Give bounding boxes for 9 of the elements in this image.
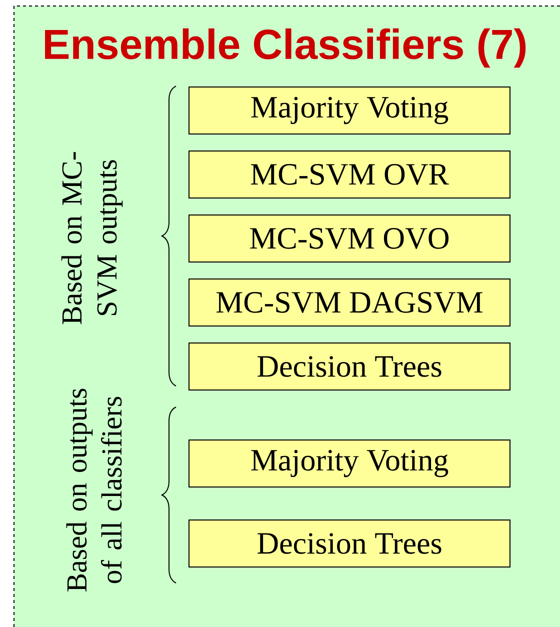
method-box: Decision Trees — [188, 520, 510, 568]
method-box: MC-SVM OVR — [188, 150, 510, 198]
group-label: Based on outputs of all classifiers — [66, 388, 122, 592]
group-label: Based on MC- SVM outputs — [61, 152, 123, 324]
method-box: Decision Trees — [188, 342, 510, 390]
method-box: Majority Voting — [188, 86, 510, 134]
method-box: Majority Voting — [188, 440, 510, 488]
method-box: MC-SVM OVO — [188, 214, 510, 262]
method-box: MC-SVM DAGSVM — [188, 278, 510, 326]
